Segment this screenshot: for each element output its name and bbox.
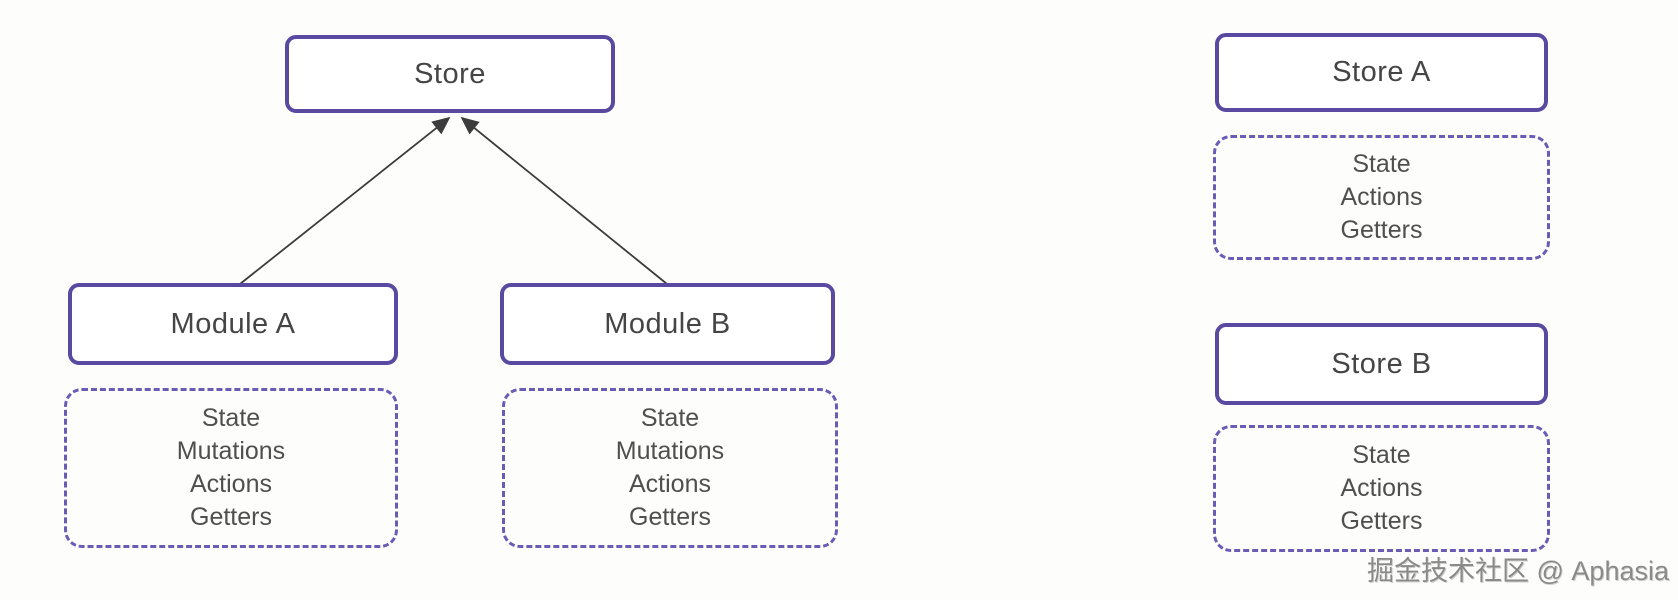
store-b-items-box: State Actions Getters — [1213, 425, 1550, 552]
store-root-box: Store — [285, 35, 615, 113]
store-root-label: Store — [414, 57, 486, 90]
watermark-text: 掘金技术社区 @ Aphasia — [1367, 556, 1669, 586]
module-b-item-mutations: Mutations — [615, 437, 725, 465]
store-a-item-state: State — [1352, 150, 1411, 178]
store-a-item-actions: Actions — [1340, 183, 1423, 211]
module-b-box: Module B — [500, 283, 835, 365]
module-b-item-getters: Getters — [629, 503, 711, 531]
store-a-item-getters: Getters — [1340, 216, 1423, 244]
store-b-label: Store B — [1331, 347, 1432, 380]
module-a-item-state: State — [201, 404, 261, 432]
module-a-item-actions: Actions — [190, 470, 272, 498]
module-b-items-box: State Mutations Actions Getters — [502, 388, 838, 548]
module-a-item-mutations: Mutations — [176, 437, 286, 465]
store-a-box: Store A — [1215, 33, 1548, 112]
arrow-module-b-to-store — [460, 116, 668, 285]
module-b-label: Module B — [604, 307, 731, 340]
module-a-box: Module A — [68, 283, 398, 365]
store-a-label: Store A — [1332, 56, 1431, 88]
module-b-item-state: State — [640, 404, 700, 432]
store-b-box: Store B — [1215, 323, 1548, 405]
store-b-item-actions: Actions — [1340, 474, 1423, 502]
store-b-item-getters: Getters — [1340, 507, 1423, 535]
module-a-item-getters: Getters — [190, 503, 272, 531]
store-b-item-state: State — [1352, 441, 1411, 469]
module-a-items-box: State Mutations Actions Getters — [64, 388, 398, 548]
arrow-module-a-to-store — [239, 116, 451, 285]
module-a-label: Module A — [170, 307, 296, 340]
store-a-items-box: State Actions Getters — [1213, 135, 1550, 260]
module-b-item-actions: Actions — [629, 470, 711, 498]
